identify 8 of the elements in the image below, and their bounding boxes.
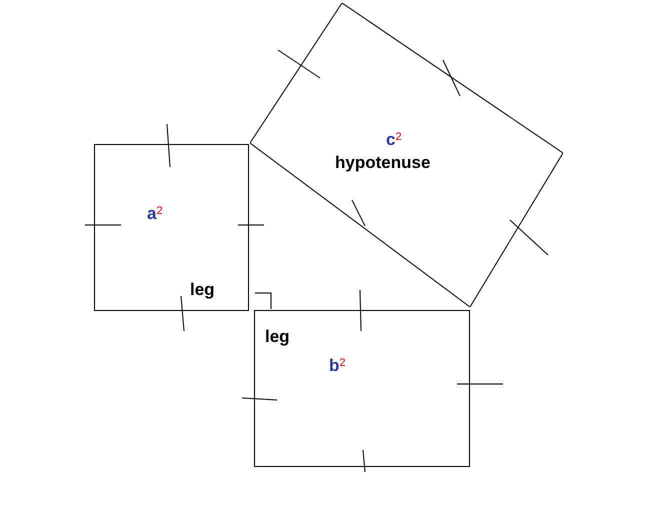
area-label: b$^{2}$ (329, 355, 346, 377)
side-label: leg (190, 279, 215, 301)
square (94, 144, 249, 311)
area-label: c$^{2}$ (386, 129, 402, 151)
area-label: a$^{2}$ (147, 203, 163, 225)
square (254, 310, 470, 467)
side-label: leg (265, 326, 290, 348)
side-label: hypotenuse (335, 152, 430, 174)
